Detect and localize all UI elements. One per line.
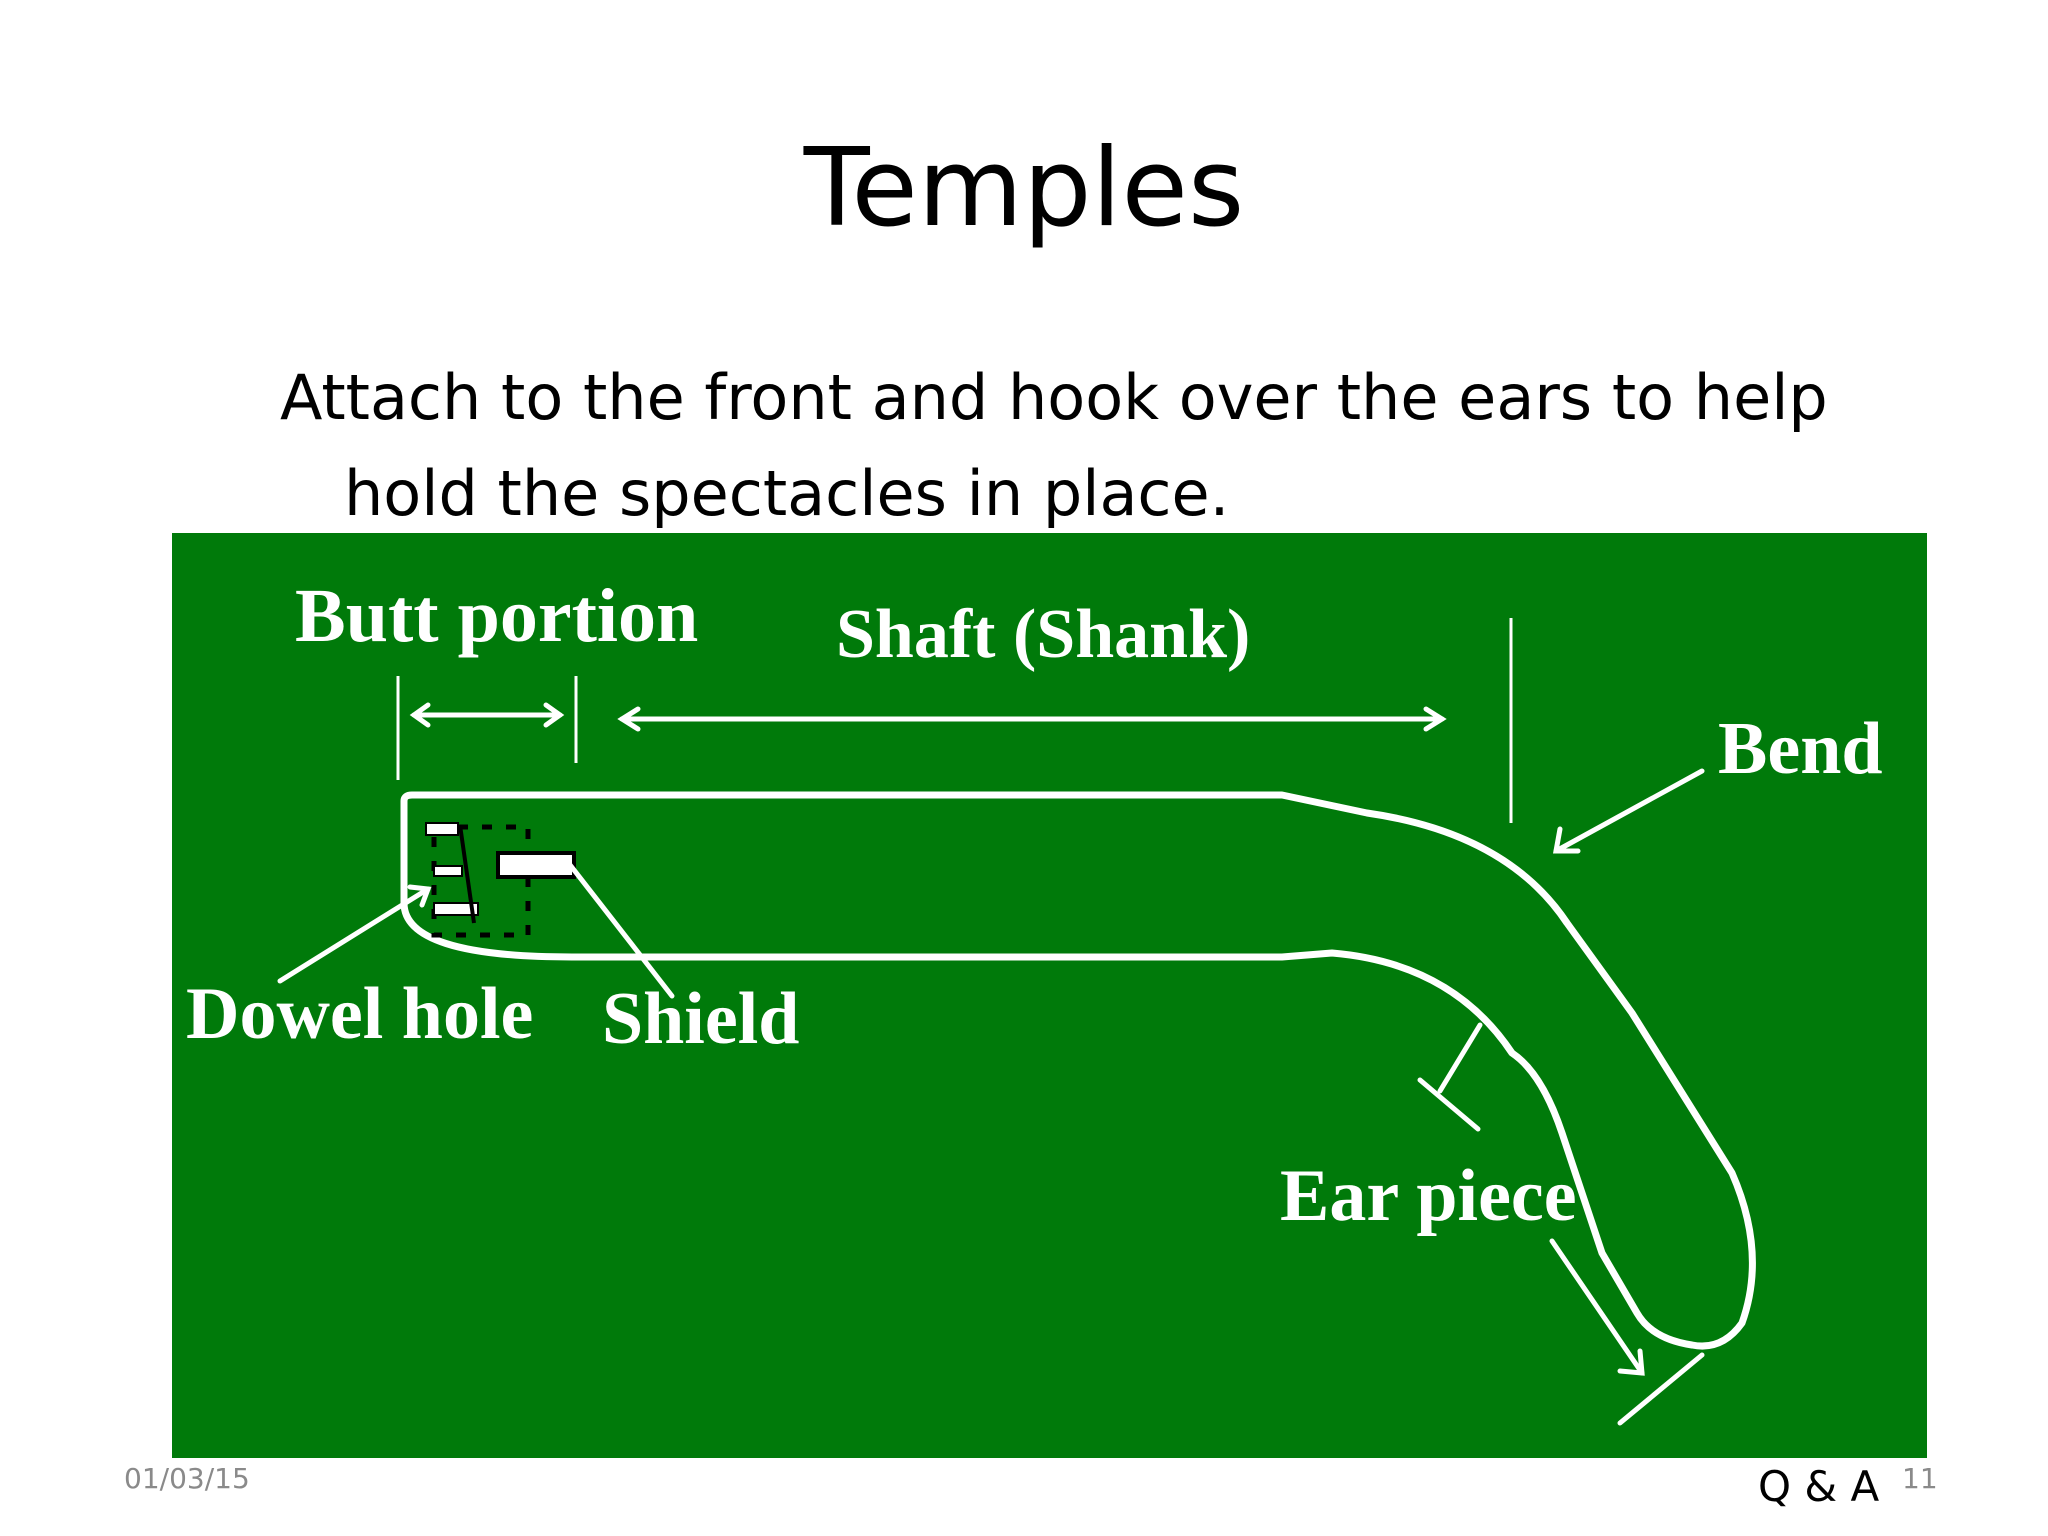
label-shield: Shield: [602, 978, 799, 1060]
label-dowel-hole: Dowel hole: [186, 973, 533, 1055]
ear-piece-tip-line: [1617, 1352, 1705, 1426]
label-bend: Bend: [1718, 708, 1883, 790]
dowel-slot-3: [433, 902, 479, 916]
page-number: 11: [1902, 1462, 1938, 1495]
butt-parts: [425, 822, 576, 938]
ear-piece-lower-pointer: [1549, 1238, 1645, 1376]
body-text: Attach to the front and hook over the ea…: [280, 361, 1828, 530]
butt-portion-arrow: [409, 702, 565, 728]
butt-arrow-left-head: [409, 702, 431, 728]
temple-outline: [400, 791, 1756, 1350]
butt-markers: [396, 618, 1513, 823]
dowel-hole-arrowhead: [407, 884, 432, 908]
slide-title: Temples: [803, 126, 1245, 251]
temple-upper-edge: [400, 791, 1756, 1350]
bend-arrowhead: [1553, 826, 1581, 854]
dowel-hole-pointer: [277, 886, 431, 984]
label-butt-portion: Butt portion: [295, 574, 698, 658]
butt-arrow-right-head: [543, 702, 565, 728]
shaft-arrow-left-head: [617, 706, 641, 732]
shield-plate: [496, 851, 576, 879]
shaft-arrow-right-head: [1423, 706, 1447, 732]
pointer-lines: [277, 768, 1705, 1426]
dowel-slot-1: [425, 822, 459, 836]
shaft-arrow: [617, 706, 1447, 732]
dowel-line: [458, 824, 476, 924]
shield-outline: [431, 824, 531, 938]
temple-diagram-svg: Butt portion Shaft (Shank) Bend Dowel ho…: [172, 533, 1927, 1458]
q-and-a-link[interactable]: Q & A: [1758, 1462, 1880, 1511]
label-shaft: Shaft (Shank): [836, 596, 1250, 673]
dowel-slot-2: [433, 865, 463, 877]
ear-piece-upper-pointer: [1437, 1022, 1483, 1094]
bend-pointer: [1553, 768, 1705, 854]
ear-piece-upper-arrow: [1417, 1077, 1481, 1132]
footer-date: 01/03/15: [124, 1462, 250, 1495]
label-ear-piece: Ear piece: [1280, 1155, 1577, 1237]
shield-pointer: [564, 858, 675, 999]
temple-diagram: Butt portion Shaft (Shank) Bend Dowel ho…: [172, 533, 1927, 1458]
ear-piece-lower-arrowhead: [1617, 1348, 1645, 1376]
